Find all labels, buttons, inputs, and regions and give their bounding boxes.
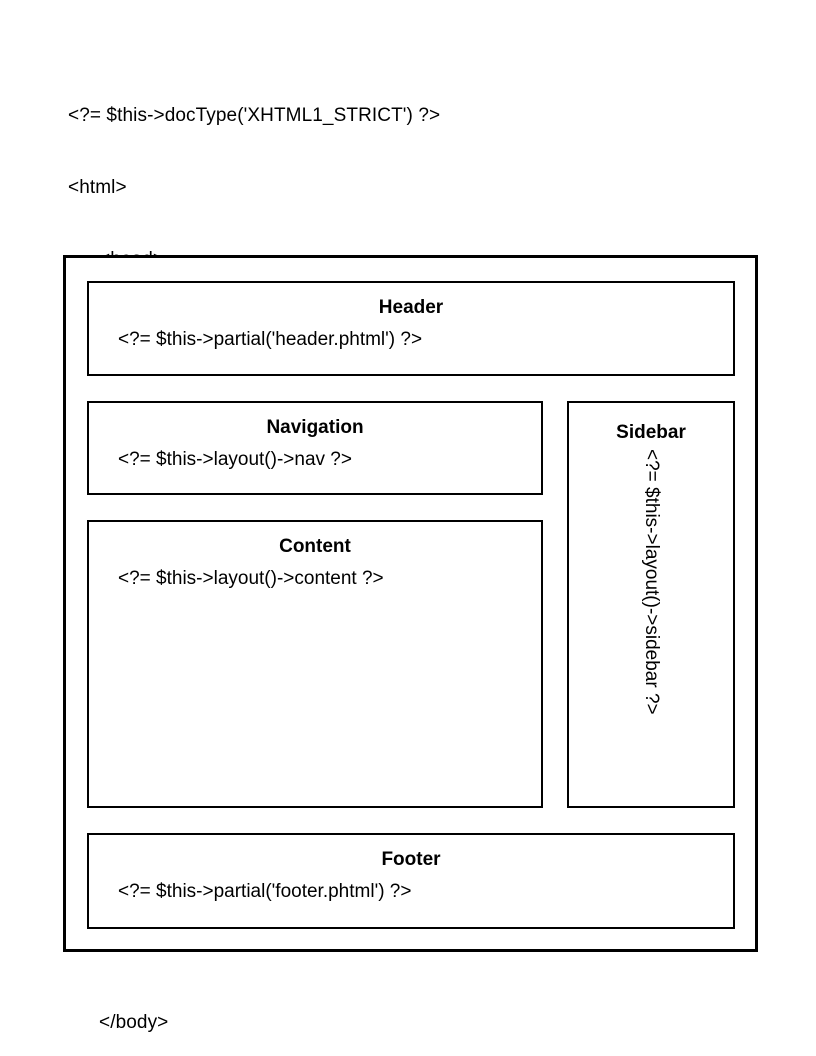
footer-box: Footer <?= $this->partial('footer.phtml'… (87, 833, 735, 929)
footer-box-code: <?= $this->partial('footer.phtml') ?> (118, 881, 412, 902)
code-line: </body> (99, 1012, 169, 1033)
navigation-box-code: <?= $this->layout()->nav ?> (118, 449, 352, 470)
code-line: <html> (68, 177, 127, 198)
header-box-code: <?= $this->partial('header.phtml') ?> (118, 329, 423, 350)
header-box-title: Header (378, 297, 444, 318)
sidebar-box-title: Sidebar (616, 422, 686, 443)
navigation-box: Navigation <?= $this->layout()->nav ?> (87, 401, 543, 495)
sidebar-box: Sidebar <?= $this->layout()->sidebar ?> (567, 401, 735, 808)
content-box: Content <?= $this->layout()->content ?> (87, 520, 543, 808)
body-layout-frame: Header <?= $this->partial('header.phtml'… (63, 255, 758, 952)
content-box-code: <?= $this->layout()->content ?> (118, 568, 384, 589)
navigation-box-title: Navigation (266, 417, 364, 438)
content-box-title: Content (279, 536, 351, 557)
header-box: Header <?= $this->partial('header.phtml'… (87, 281, 735, 376)
code-line: <?= $this->docType('XHTML1_STRICT') ?> (68, 105, 441, 126)
footer-box-title: Footer (381, 849, 441, 870)
php-layout-source-bottom: </body> </html> (68, 963, 168, 1056)
sidebar-box-code: <?= $this->layout()->sidebar ?> (641, 449, 662, 715)
